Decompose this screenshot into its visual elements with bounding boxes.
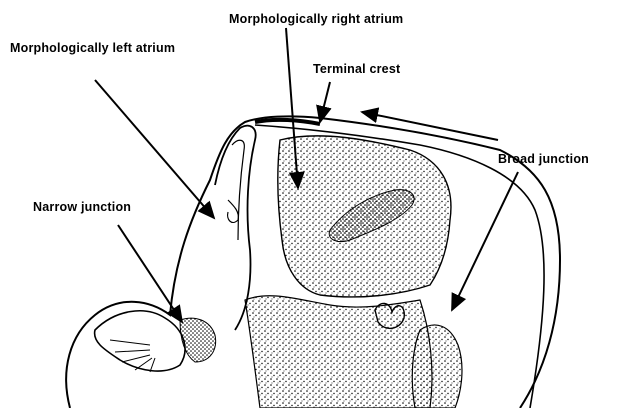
lower-right-structure	[412, 325, 462, 408]
label-narrow-junction: Narrow junction	[33, 200, 131, 214]
narrow-junction-stipple	[180, 318, 216, 362]
left-atrium-inner	[232, 140, 244, 240]
label-broad-junction: Broad junction	[498, 152, 589, 166]
arrow-broad-junction	[452, 172, 518, 310]
arrow-left-atrium	[95, 80, 214, 218]
arrow-terminal-crest	[320, 82, 330, 122]
label-morph-right-atrium: Morphologically right atrium	[229, 12, 403, 26]
label-morph-left-atrium: Morphologically left atrium	[10, 41, 175, 55]
arrow-narrow-junction	[118, 225, 182, 322]
terminal-crest-band	[255, 120, 320, 124]
valve-fan	[95, 311, 185, 371]
left-atrium-appendage	[228, 200, 239, 222]
label-terminal-crest: Terminal crest	[313, 62, 400, 76]
